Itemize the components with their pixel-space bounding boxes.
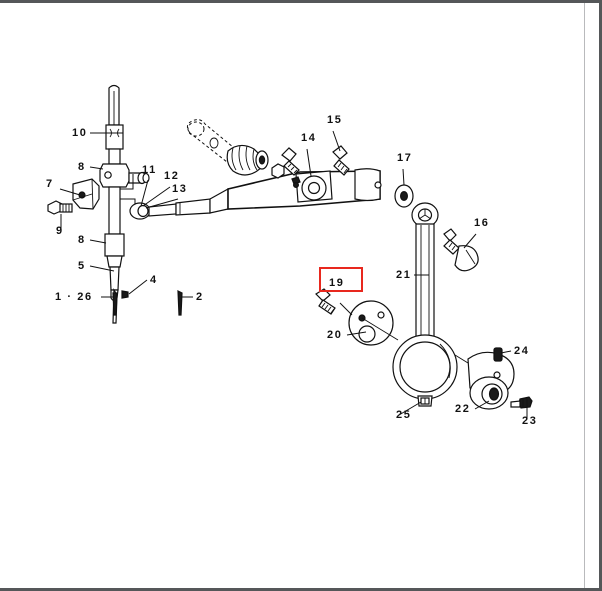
- pin-24: [493, 347, 503, 362]
- callout-label-16: 16: [474, 217, 489, 229]
- plate-20: [348, 300, 399, 346]
- window-bottom-border: [0, 588, 602, 591]
- callout-label-23: 23: [522, 415, 537, 427]
- washer-17: [394, 184, 414, 208]
- callout-label-14: 14: [301, 132, 316, 144]
- callout-label-2: 2: [196, 291, 204, 303]
- window-right-border: [599, 0, 602, 591]
- hub-22: [454, 351, 515, 410]
- connecting-rod-assembly: [129, 187, 229, 220]
- screw-19: [315, 288, 336, 315]
- leader-lines: [59, 130, 528, 419]
- callout-label-25: 25: [396, 409, 411, 421]
- callout-label-9: 9: [56, 225, 64, 237]
- callout-label-24: 24: [514, 345, 529, 357]
- callout-label-21: 21: [396, 269, 411, 281]
- diagram-canvas: 10 8 7 9 8 5 4 1 · 26 2 11 12 13 14 15 1…: [0, 3, 585, 588]
- callout-label-20: 20: [327, 329, 342, 341]
- bolt-16: [443, 228, 479, 272]
- highlight-box-19: [319, 267, 363, 292]
- callout-label-8a: 8: [78, 161, 86, 173]
- main-shift-rod: [227, 168, 382, 210]
- shift-lever-assembly: [47, 84, 183, 324]
- callout-label-19: 19: [329, 277, 344, 289]
- callout-label-17: 17: [397, 152, 412, 164]
- callout-label-4: 4: [150, 274, 158, 286]
- vertical-scrollbar-track[interactable]: [584, 3, 599, 588]
- callout-label-10: 10: [72, 127, 87, 139]
- callout-label-8b: 8: [78, 234, 86, 246]
- callout-label-1-26: 1 · 26: [55, 291, 93, 303]
- setscrew-23: [510, 396, 533, 409]
- link-arm-21: [392, 202, 458, 407]
- boot-and-bellows: [186, 119, 285, 179]
- callout-label-22: 22: [455, 403, 470, 415]
- callout-label-5: 5: [78, 260, 86, 272]
- callout-label-15: 15: [327, 114, 342, 126]
- callout-label-13: 13: [172, 183, 187, 195]
- bolt-15: [332, 145, 350, 176]
- callout-label-12: 12: [164, 170, 179, 182]
- bolt-14: [281, 147, 300, 176]
- callout-label-7: 7: [46, 178, 54, 190]
- callout-labels: 10 8 7 9 8 5 4 1 · 26 2 11 12 13 14 15 1…: [46, 114, 537, 427]
- callout-label-11: 11: [142, 164, 157, 176]
- window-top-border: [0, 0, 602, 3]
